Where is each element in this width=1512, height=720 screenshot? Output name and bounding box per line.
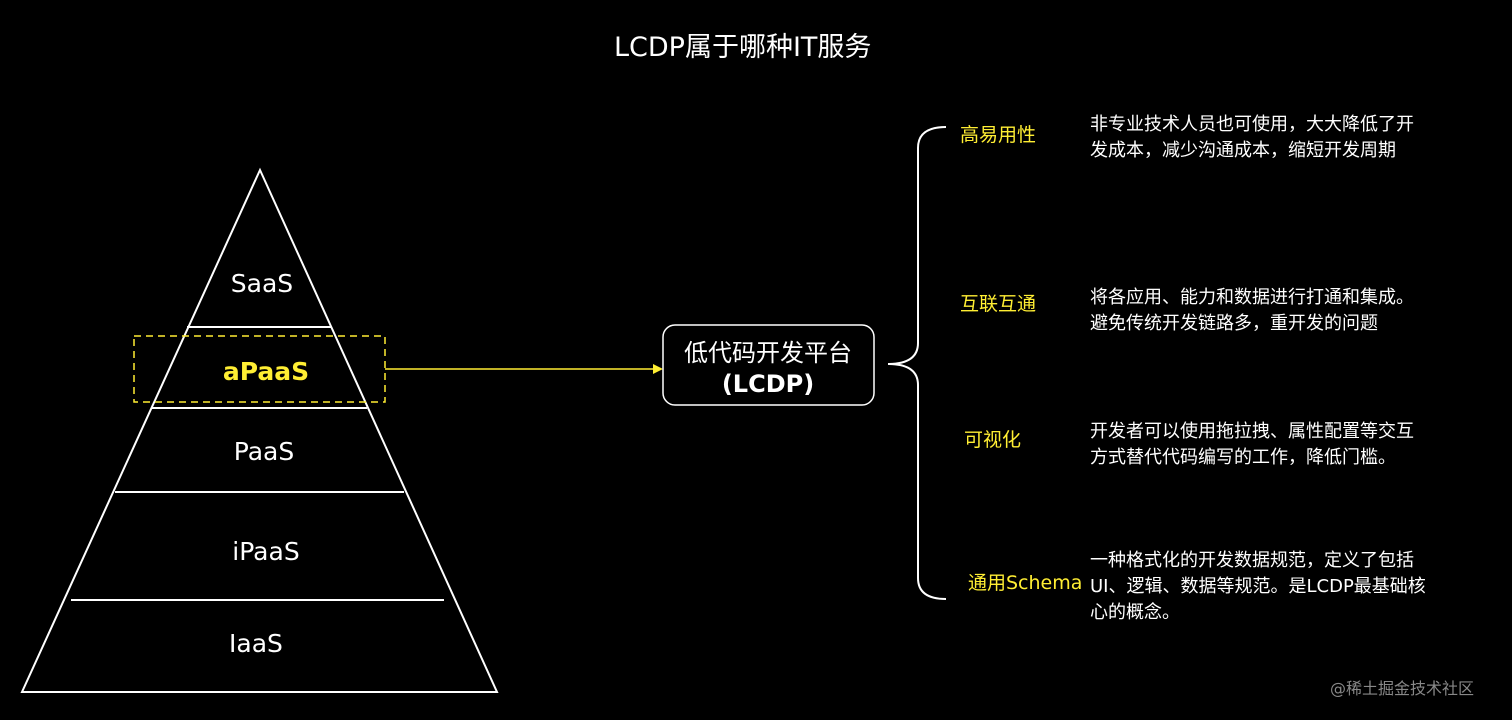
feature-interconnect-desc-line1: 将各应用、能力和数据进行打通和集成。 bbox=[1090, 287, 1414, 308]
tier-apaas-label: aPaaS bbox=[223, 357, 309, 386]
tier-iaas-label: IaaS bbox=[229, 629, 283, 658]
feature-visual-label: 可视化 bbox=[964, 429, 1021, 451]
apaas-highlight-box bbox=[133, 335, 386, 403]
tier-paas-label: PaaS bbox=[234, 437, 294, 466]
connector-arrow-head bbox=[653, 364, 663, 374]
watermark-text: @稀土掘金技术社区 bbox=[1330, 679, 1474, 698]
tier-saas-label: SaaS bbox=[231, 269, 293, 298]
feature-schema-label: 通用Schema bbox=[968, 572, 1082, 594]
feature-schema-desc-line3: 心的概念。 bbox=[1090, 601, 1180, 623]
lcdp-box-title: 低代码开发平台 bbox=[684, 339, 852, 367]
feature-visual-desc-line2: 方式替代代码编写的工作，降低门槛。 bbox=[1090, 447, 1396, 468]
lcdp-box bbox=[662, 324, 875, 406]
page-title: LCDP属于哪种IT服务 bbox=[614, 32, 871, 63]
feature-usability-label: 高易用性 bbox=[960, 124, 1036, 146]
pyramid-outline bbox=[20, 167, 499, 693]
feature-visual-desc-line1: 开发者可以使用拖拉拽、属性配置等交互 bbox=[1090, 421, 1414, 442]
feature-usability-desc-line2: 发成本，减少沟通成本，缩短开发周期 bbox=[1090, 140, 1396, 161]
feature-interconnect-label: 互联互通 bbox=[960, 293, 1036, 315]
tier-ipaas-label: iPaaS bbox=[232, 537, 299, 566]
feature-interconnect-desc-line2: 避免传统开发链路多，重开发的问题 bbox=[1090, 313, 1378, 334]
feature-schema-desc-line1: 一种格式化的开发数据规范，定义了包括 bbox=[1090, 550, 1414, 571]
lcdp-box-subtitle: (LCDP) bbox=[722, 370, 814, 398]
feature-usability-desc-line1: 非专业技术人员也可使用，大大降低了开 bbox=[1090, 114, 1414, 135]
feature-brace bbox=[887, 126, 947, 600]
feature-schema-desc-line2: UI、逻辑、数据等规范。是LCDP最基础核 bbox=[1090, 576, 1426, 597]
